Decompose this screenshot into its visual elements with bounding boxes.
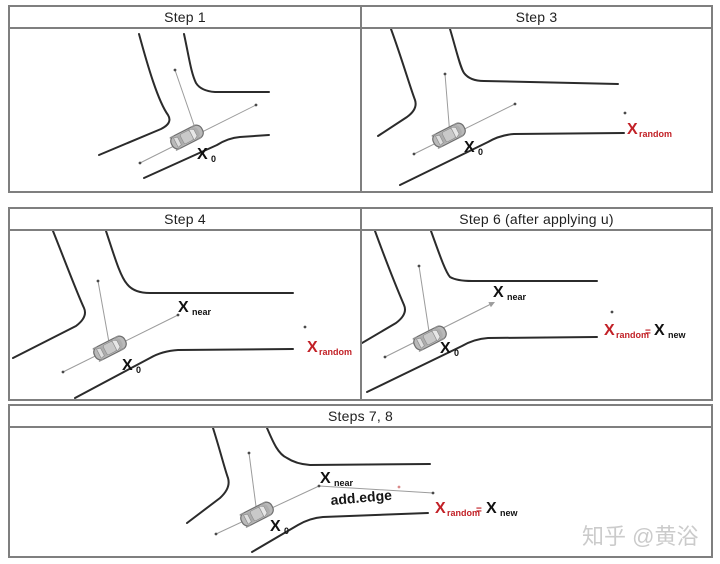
tree-node-dot bbox=[417, 264, 421, 268]
panel-step1: Step 1 X 0 bbox=[8, 5, 362, 193]
xnew-label: X bbox=[486, 500, 497, 517]
road-edge-left bbox=[377, 29, 417, 137]
tree-node-dot bbox=[176, 313, 180, 317]
tree-edge-up bbox=[418, 265, 431, 339]
road-edge-top-right bbox=[105, 231, 294, 294]
xrandom-subscript: random bbox=[639, 129, 672, 139]
xnear-subscript: near bbox=[507, 292, 527, 302]
x0-label: X bbox=[440, 340, 451, 357]
tree-edge-up bbox=[97, 280, 111, 349]
xrandom-label: X bbox=[307, 339, 318, 356]
tree-node-dot bbox=[383, 355, 387, 359]
road-edge-left bbox=[12, 231, 86, 359]
xnear-subscript: near bbox=[192, 307, 212, 317]
random-sample-dot bbox=[623, 111, 627, 115]
tree-node-dot bbox=[214, 532, 218, 536]
road-edge-top-right bbox=[430, 231, 598, 282]
x0-subscript: 0 bbox=[284, 526, 289, 536]
road-scene-steps7-8: X 0 X near add.edge X random = X new bbox=[186, 428, 519, 553]
panel-step4: Step 4 X 0 X near X random bbox=[8, 207, 362, 401]
panel-steps7-8: Steps 7, 8 X 0 X near add.edge X random … bbox=[8, 404, 713, 558]
xnear-label: X bbox=[178, 299, 189, 316]
road-edge-top-right bbox=[183, 33, 270, 93]
tree-node-dot bbox=[96, 279, 100, 283]
x0-subscript: 0 bbox=[454, 348, 459, 358]
panel-title-steps7-8: Steps 7, 8 bbox=[10, 406, 711, 428]
road-edge-left bbox=[98, 33, 171, 156]
road-scene-step6: X 0 X near X random = X new bbox=[362, 231, 687, 393]
tree-node-dot bbox=[412, 152, 416, 156]
tree-edge-add bbox=[318, 485, 434, 494]
road-scene-step4: X 0 X near X random bbox=[12, 231, 352, 399]
road-edge-bottom bbox=[399, 132, 625, 186]
tree-node-dot bbox=[61, 370, 65, 374]
random-sample-dot bbox=[303, 325, 307, 329]
arrowhead-icon bbox=[488, 302, 495, 308]
road-edge-left bbox=[362, 231, 406, 344]
road-scene-step3: X 0 X random bbox=[377, 29, 672, 186]
xnear-subscript: near bbox=[334, 478, 354, 488]
xrandom-subscript: random bbox=[616, 330, 649, 340]
xrandom-subscript: random bbox=[319, 347, 352, 357]
road-scene-step1: X 0 bbox=[98, 33, 270, 179]
x0-label: X bbox=[197, 146, 208, 163]
tree-edge-up bbox=[248, 452, 258, 515]
road-edge-top-right bbox=[266, 428, 431, 466]
xnew-subscript: new bbox=[500, 508, 519, 518]
zhihu-watermark: 知乎 @黄浴 bbox=[582, 524, 699, 549]
x0-label: X bbox=[464, 139, 475, 156]
x0-subscript: 0 bbox=[211, 154, 216, 164]
road-edge-left bbox=[186, 428, 230, 524]
xrandom-subscript: random bbox=[447, 508, 480, 518]
tree-edge-up bbox=[174, 69, 196, 129]
x0-subscript: 0 bbox=[136, 365, 141, 375]
random-sample-dot bbox=[610, 310, 614, 314]
panel-title-step6: Step 6 (after applying u) bbox=[362, 209, 711, 231]
random-sample-dot bbox=[397, 485, 401, 489]
x0-label: X bbox=[270, 518, 281, 535]
road-edge-bottom bbox=[74, 348, 294, 399]
equals-sign: = bbox=[476, 505, 482, 516]
panel-step6: Step 6 (after applying u) X 0 X near X r… bbox=[360, 207, 713, 401]
equals-sign: = bbox=[645, 327, 651, 338]
tree-node-dot bbox=[443, 72, 447, 76]
xnear-label: X bbox=[493, 284, 504, 301]
xnew-label: X bbox=[654, 322, 665, 339]
tree-node-dot bbox=[317, 484, 321, 488]
road-edge-bottom bbox=[251, 512, 429, 553]
x0-subscript: 0 bbox=[478, 147, 483, 157]
xnew-subscript: new bbox=[668, 330, 687, 340]
xnear-label: X bbox=[320, 470, 331, 487]
road-edge-bottom bbox=[143, 134, 270, 179]
tree-edge-up bbox=[444, 73, 451, 137]
xrandom-label: X bbox=[604, 322, 615, 339]
panel-title-step3: Step 3 bbox=[362, 7, 711, 29]
xrandom-label: X bbox=[435, 500, 446, 517]
panel-title-step1: Step 1 bbox=[10, 7, 360, 29]
xrandom-label: X bbox=[627, 121, 638, 138]
road-edge-top-right bbox=[449, 29, 619, 85]
tree-node-dot bbox=[254, 103, 258, 107]
x0-label: X bbox=[122, 357, 133, 374]
tree-node-dot bbox=[138, 161, 142, 165]
tree-node-dot bbox=[247, 451, 251, 455]
tree-node-dot bbox=[431, 491, 435, 495]
tree-node-dot bbox=[173, 68, 177, 72]
tree-node-dot bbox=[513, 102, 517, 106]
road-edge-bottom bbox=[366, 336, 598, 393]
panel-step3: Step 3 X 0 X random bbox=[360, 5, 713, 193]
add-edge-label: add.edge bbox=[330, 487, 393, 508]
panel-title-step4: Step 4 bbox=[10, 209, 360, 231]
